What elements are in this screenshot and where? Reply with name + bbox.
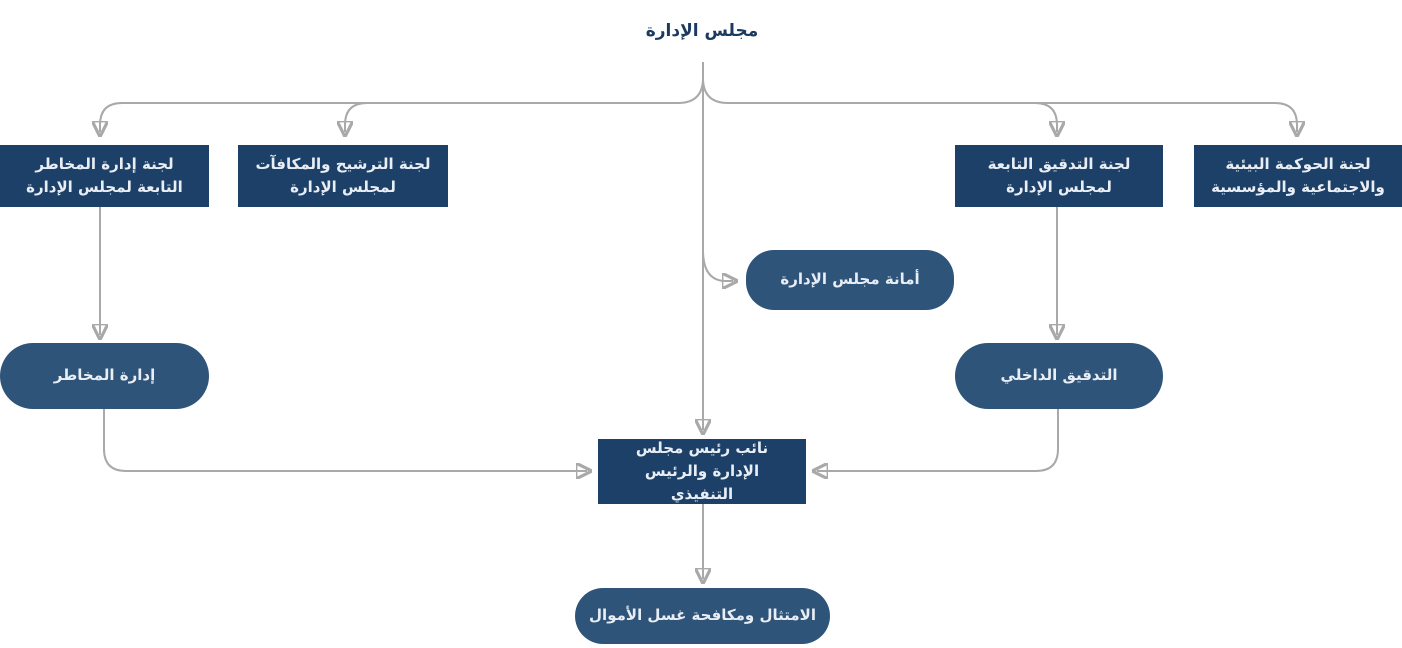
arrow-internal-audit-to-vice-chairman — [817, 409, 1059, 471]
node-compliance-aml: الامتثال ومكافحة غسل الأموال — [575, 588, 830, 644]
node-label: أمانة مجلس الإدارة — [780, 270, 920, 289]
node-label: لجنة إدارة المخاطر التابعة لمجلس الإدارة — [26, 154, 183, 196]
node-label: مجلس الإدارة — [645, 20, 759, 41]
node-risk-management-committee: لجنة إدارة المخاطر التابعة لمجلس الإدارة — [0, 145, 209, 207]
arrow-board-to-nomination-committee — [345, 102, 368, 132]
node-internal-audit: التدقيق الداخلي — [955, 343, 1163, 409]
arrow-risk-management-to-vice-chairman — [103, 409, 587, 471]
node-audit-committee: لجنة التدقيق التابعة لمجلس الإدارة — [955, 145, 1163, 207]
node-board-secretariat: أمانة مجلس الإدارة — [746, 250, 954, 310]
node-label: إدارة المخاطر — [53, 366, 156, 385]
node-vice-chairman-ceo: نائب رئيس مجلس الإدارة والرئيس التنفيذي — [598, 439, 806, 504]
arrow-board-to-audit-committee — [1034, 102, 1057, 132]
arrow-board-to-secretariat — [702, 249, 733, 281]
node-label: الامتثال ومكافحة غسل الأموال — [589, 606, 816, 625]
node-label: نائب رئيس مجلس الإدارة والرئيس التنفيذي — [635, 438, 769, 504]
arrow-board-to-esg-committee — [702, 77, 1297, 132]
node-label: لجنة الترشيح والمكافآت لمجلس الإدارة — [255, 154, 431, 196]
node-label: التدقيق الداخلي — [1000, 366, 1118, 385]
node-label: لجنة التدقيق التابعة لمجلس الإدارة — [987, 154, 1131, 196]
node-label: لجنة الحوكمة البيئية والاجتماعية والمؤسس… — [1211, 154, 1385, 196]
node-esg-committee: لجنة الحوكمة البيئية والاجتماعية والمؤسس… — [1194, 145, 1402, 207]
node-board-of-directors: مجلس الإدارة — [598, 0, 806, 62]
arrow-board-to-risk-committee — [100, 77, 704, 132]
node-risk-management: إدارة المخاطر — [0, 343, 209, 409]
node-nomination-remuneration-committee: لجنة الترشيح والمكافآت لمجلس الإدارة — [238, 145, 448, 207]
